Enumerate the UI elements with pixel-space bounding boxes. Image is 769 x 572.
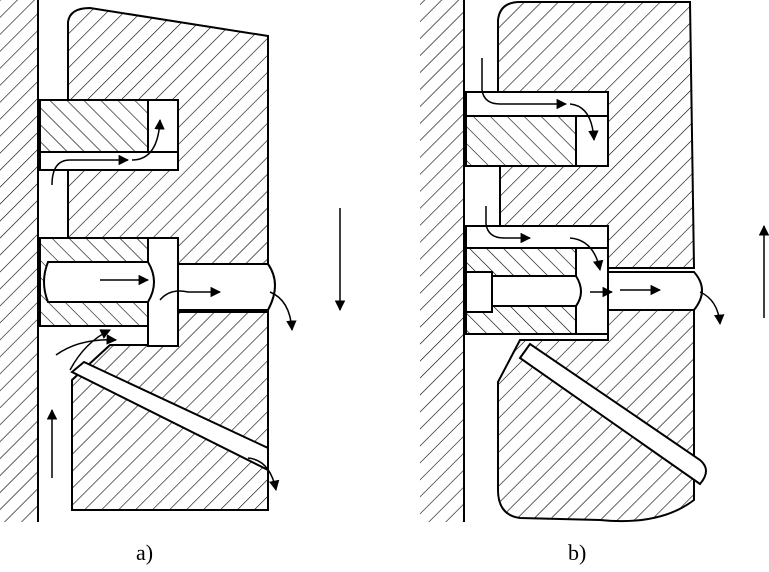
wall-b — [420, 0, 465, 522]
panel-a — [0, 0, 346, 522]
upper-block-a — [39, 99, 179, 171]
flow-arrows-a — [51, 118, 297, 492]
oblique-passage-b — [518, 342, 707, 486]
panel-b — [420, 0, 769, 523]
flow-arrows-b — [481, 58, 725, 326]
oblique-passage-a — [70, 360, 269, 472]
body-lower-b — [497, 309, 695, 523]
panel-a-caption: a) — [136, 540, 154, 565]
motion-arrow-a — [46, 208, 346, 478]
wall-a — [0, 0, 39, 522]
upper-block-b — [465, 91, 609, 167]
panel-b-caption: b) — [568, 540, 587, 565]
